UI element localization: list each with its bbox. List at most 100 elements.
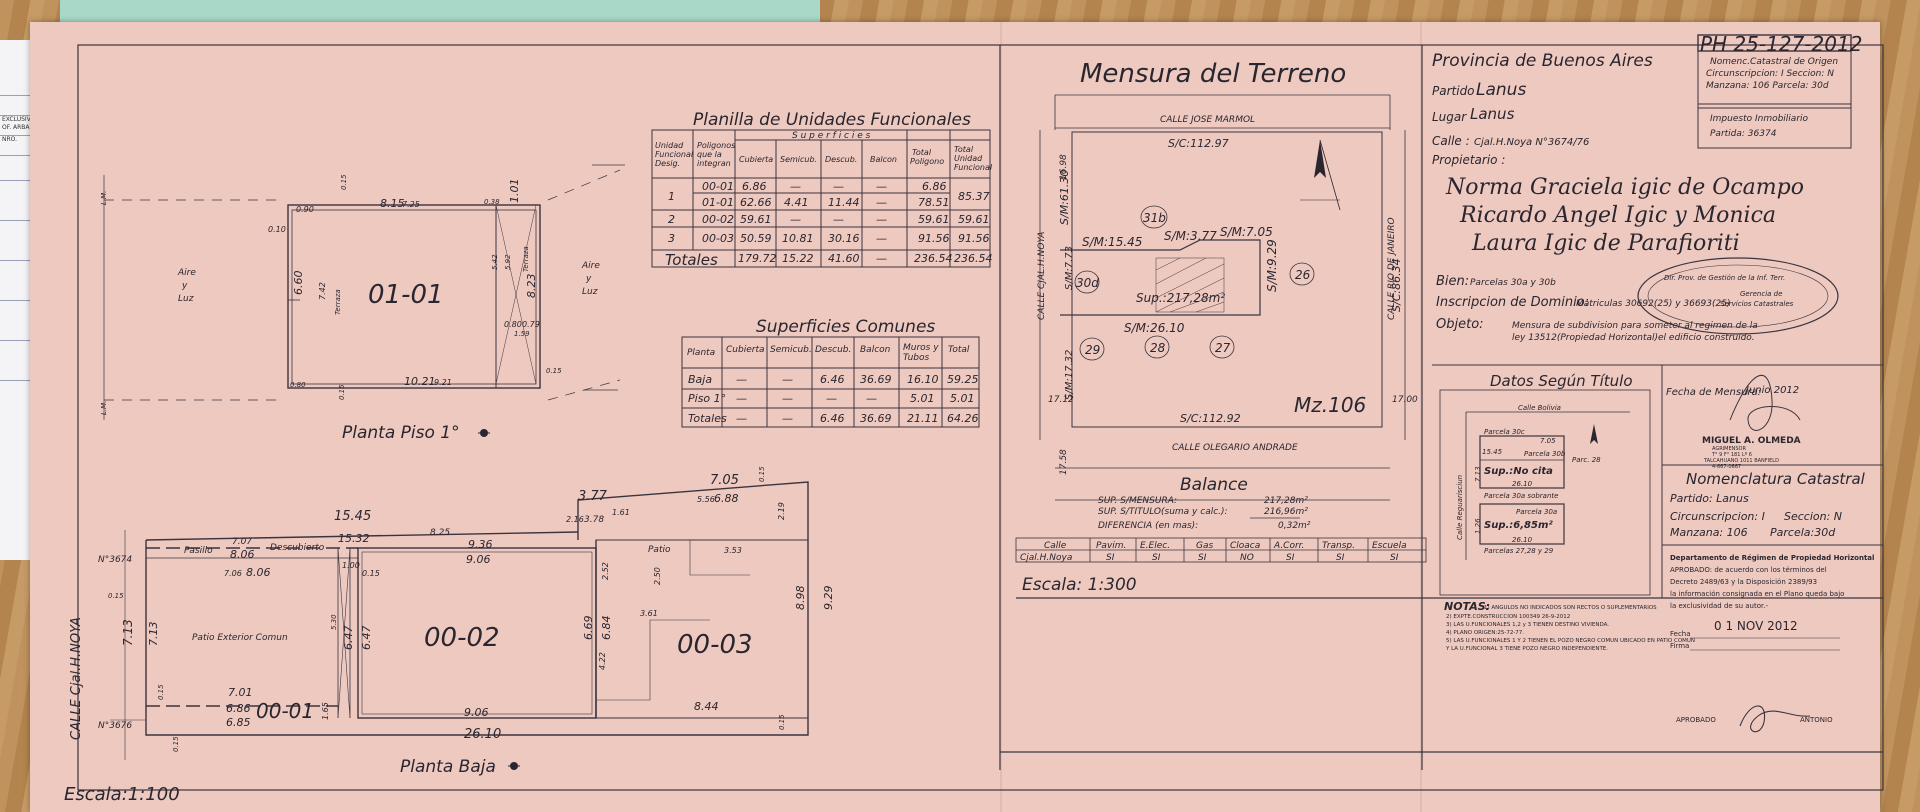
plano-id: PH 25-127-2012	[1700, 32, 1862, 56]
dim: 1.65	[321, 702, 330, 720]
comunes-cell: Piso 1°	[688, 392, 726, 405]
dim: 5.30	[330, 614, 338, 630]
nota-line: 4) PLANO ORIGEN:25-72-77.	[1446, 630, 1524, 636]
dim: 6.47	[360, 626, 373, 651]
bien-label: Bien:	[1436, 274, 1469, 289]
planilla-cell: 59.61	[740, 213, 772, 226]
servicios-header: Pavim.	[1096, 541, 1126, 551]
dim: 0.15	[157, 684, 165, 700]
objeto-label: Objeto:	[1436, 317, 1484, 332]
owner-name: Ricardo Angel Igic y Monica	[1459, 203, 1776, 228]
profesional-line: 4-667-0667	[1712, 464, 1741, 470]
comunes-cell: 36.69	[860, 412, 892, 425]
planilla-cell: 6.86	[742, 180, 767, 193]
scale-1-300: Escala: 1:300	[1022, 575, 1137, 595]
aire-label: Luz	[178, 294, 194, 304]
dim: 6.69	[582, 616, 595, 641]
dim: 1.59	[514, 330, 530, 338]
servicios-header: Cloaca	[1230, 541, 1260, 551]
catastro-manz: Manzana: 106 Parcela: 30d	[1706, 81, 1829, 91]
dim: 7.01	[228, 686, 253, 699]
comunes-header: Muros y	[903, 343, 939, 353]
propietario-label: Propietario :	[1432, 153, 1505, 167]
dim: 6.86	[226, 702, 251, 715]
planilla-total: 41.60	[828, 252, 860, 265]
dim: 0.38	[484, 198, 500, 206]
sm-item: S/M:26.10	[1124, 321, 1185, 335]
comunes-cell: 6.46	[820, 412, 845, 425]
dim: 9.06	[466, 553, 491, 566]
profesional-name: MIGUEL A. OLMEDA	[1702, 436, 1801, 446]
dim: 7.13	[121, 619, 135, 646]
dim: 3.78	[584, 515, 604, 525]
planilla-h-tpol: Total	[912, 148, 932, 157]
planilla-cell: 59.61	[918, 213, 950, 226]
dim: 0.15	[172, 736, 180, 752]
planilla-cell: 11.44	[828, 196, 860, 209]
manzana-label: Mz.106	[1294, 393, 1366, 417]
north-arrow-icon	[1300, 139, 1341, 211]
planilla-total: 236.54	[914, 252, 953, 265]
sc-right: S/C:86.34	[1390, 258, 1403, 312]
owner-name: Norma Graciela igic de Ocampo	[1445, 175, 1804, 200]
planilla-cell: 00-03	[702, 232, 734, 245]
datos-dim: 7.05	[1540, 437, 1556, 445]
provincia: Provincia de Buenos Aires	[1432, 51, 1653, 71]
depto-line: Decreto 2489/63 y la Disposición 2389/93	[1670, 578, 1817, 586]
dim: 7.05	[710, 473, 739, 488]
depto-line: la exclusividad de su autor.-	[1670, 602, 1768, 610]
sc-left: S/M:61.30	[1058, 170, 1071, 225]
planilla-cell: 50.59	[740, 232, 772, 245]
calle-norte: CALLE JOSE MARMOL	[1160, 115, 1255, 125]
comunes-cell: —	[866, 392, 877, 405]
aire-label: Aire	[581, 261, 600, 271]
side-dim: 17.12	[1048, 395, 1074, 405]
catastro-title: Nomenc.Catastral de Origen	[1710, 57, 1838, 67]
depto-line: Departamento de Régimen de Propiedad Hor…	[1670, 554, 1874, 562]
datos-sup: Sup.:No cita	[1484, 466, 1553, 477]
dim: 0.15	[546, 367, 562, 375]
partido-label: Partido	[1432, 84, 1475, 98]
scale-1-100: Escala:1:100	[64, 784, 180, 805]
nota-line: Y LA U.FUNCIONAL 3 TIENE POZO NEGRO INDE…	[1445, 646, 1608, 652]
planilla-totales-label: Totales	[665, 251, 718, 269]
lm-label: L.M.	[100, 401, 108, 415]
comunes-header: Planta	[687, 348, 715, 358]
dim: 0.79	[522, 320, 540, 329]
dim: 7.13	[147, 622, 160, 647]
comunes-header: Total	[948, 345, 970, 355]
profesional-line: TALCAHUANO 1011 BANFIELD	[1703, 458, 1779, 464]
svg-text:integran: integran	[697, 159, 731, 168]
dim: 7.42	[318, 282, 327, 300]
comunes-cell: 5.01	[950, 392, 975, 405]
servicios-value: SI	[1286, 553, 1295, 563]
servicios-header: A.Corr.	[1273, 541, 1304, 551]
sm-item: S/M:9.29	[1265, 239, 1279, 292]
planilla-cell: 2	[668, 213, 675, 226]
patio-label: Patio	[648, 545, 671, 555]
planta-baja-walls	[145, 481, 809, 736]
planilla-cell: 01-01	[702, 196, 734, 209]
planilla-h-balc: Balcon	[870, 155, 897, 164]
nomen-circ: Circunscripcion: I	[1670, 510, 1765, 523]
official-stamp: Dir. Prov. de Gestión de la Inf. Terr. G…	[1637, 257, 1839, 335]
stamp-line: Servicios Catastrales	[1720, 300, 1794, 308]
depto-line: la información consignada en el Plano qu…	[1670, 590, 1844, 598]
planilla-cell: 62.66	[740, 196, 772, 209]
depto-line: APROBADO: de acuerdo con los términos de…	[1670, 566, 1827, 574]
sm-left3: S/M:17.32	[1064, 350, 1075, 400]
planilla-cell: 85.37	[958, 190, 990, 203]
planta-piso-label: Planta Piso 1°	[342, 423, 460, 443]
nomenclatura-title: Nomenclatura Catastral	[1686, 470, 1866, 488]
parcel-number: 26	[1295, 268, 1311, 282]
calle-label: Calle :	[1432, 134, 1470, 148]
balance-value: 217,28m²	[1264, 496, 1308, 506]
dim: 2.16	[566, 515, 584, 524]
comunes-cell: 36.69	[860, 373, 892, 386]
dim: 0.10	[268, 225, 286, 234]
comunes-header: Descub.	[815, 345, 851, 355]
patio-comun-label: Patio Exterior Comun	[192, 633, 288, 643]
planilla-h-cub: Cubierta	[739, 155, 773, 164]
dim: 0.15	[340, 174, 348, 190]
dim: 0.90	[296, 205, 314, 214]
